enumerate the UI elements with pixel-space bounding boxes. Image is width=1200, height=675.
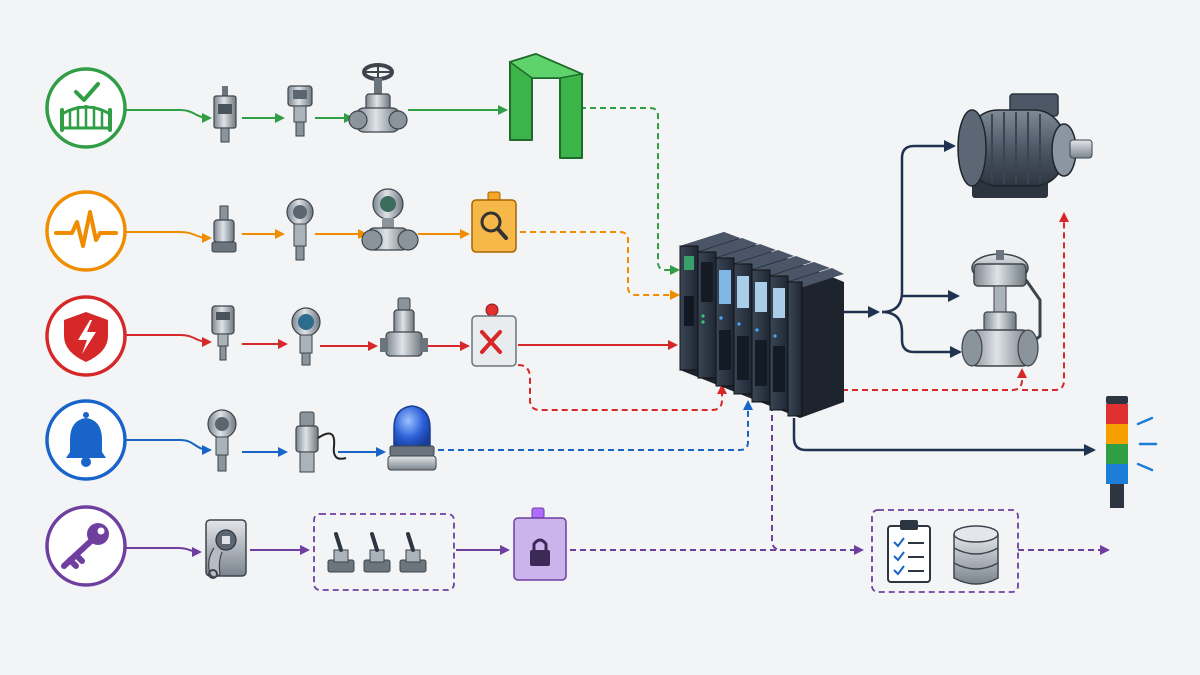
green-dashed-to-plc: [580, 107, 680, 275]
flow-meter-icon: [361, 188, 419, 251]
plc-module-cpu: [679, 232, 740, 371]
category-icons: [45, 67, 127, 587]
beacon-icon: [387, 405, 437, 471]
key-switch-icon: [205, 519, 247, 579]
plc-module-4: [751, 256, 812, 403]
red-dashed-feedback: [517, 364, 727, 411]
database-icon: [953, 525, 999, 585]
selector-switch-2: [363, 532, 391, 573]
pressure-transmitter-icon: [286, 198, 314, 261]
inspection-box-icon: [471, 191, 517, 253]
padlock-box-icon: [513, 507, 567, 581]
trip-box-icon: [471, 303, 517, 367]
red-dashed-to-motor: [1022, 212, 1069, 391]
stack-light-icon: [1106, 396, 1158, 508]
green-flow-1: [126, 109, 212, 123]
relief-valve-icon: [380, 297, 428, 357]
orange-dashed-to-plc: [520, 231, 680, 300]
navy-to-valve-lower: [881, 310, 962, 358]
plc-status-leds: [701, 314, 777, 338]
permissive-frame-icon: [508, 53, 585, 159]
shield-lightning-icon: [45, 295, 127, 377]
checklist-icon: [887, 520, 931, 583]
selector-switch-group-icon: [313, 513, 455, 591]
red-dashed-to-outputs: [842, 368, 1027, 391]
red-flow-1: [126, 334, 212, 347]
navy-to-stack-light: [792, 418, 1096, 456]
gate-valve-icon: [348, 63, 408, 133]
bell-icon: [45, 399, 127, 481]
pulse-wave-icon: [45, 190, 127, 272]
plc-module-5: [769, 262, 830, 411]
records-group: [871, 509, 1019, 593]
orange-flow-1: [126, 231, 212, 243]
level-probe-icon: [295, 411, 347, 473]
purple-dashed-from-plc: [771, 405, 783, 551]
limit-switch-icon: [213, 86, 237, 143]
electric-motor-icon: [957, 93, 1093, 198]
plc-rack-icon: [679, 232, 844, 418]
blue-flow-1: [126, 439, 212, 455]
selector-switch-3: [399, 532, 427, 573]
pressure-gauge-icon: [207, 409, 237, 472]
plc-module-6: [787, 268, 844, 417]
blue-dashed-to-plc: [438, 400, 753, 451]
pressure-switch-icon: [287, 85, 313, 137]
navy-to-motor: [881, 140, 956, 314]
temperature-sensor-icon: [211, 205, 237, 253]
control-valve-icon: [961, 250, 1042, 367]
key-icon: [45, 505, 127, 587]
purple-flow-1: [126, 546, 202, 557]
gate-check-icon: [45, 67, 127, 149]
selector-switch-1: [327, 532, 355, 573]
pressure-transmitter-icon: [291, 307, 321, 366]
proximity-sensor-icon: [211, 305, 235, 361]
plc-module-3: [733, 250, 794, 395]
connectors: [126, 105, 1110, 557]
plc-module-1: [697, 238, 758, 379]
